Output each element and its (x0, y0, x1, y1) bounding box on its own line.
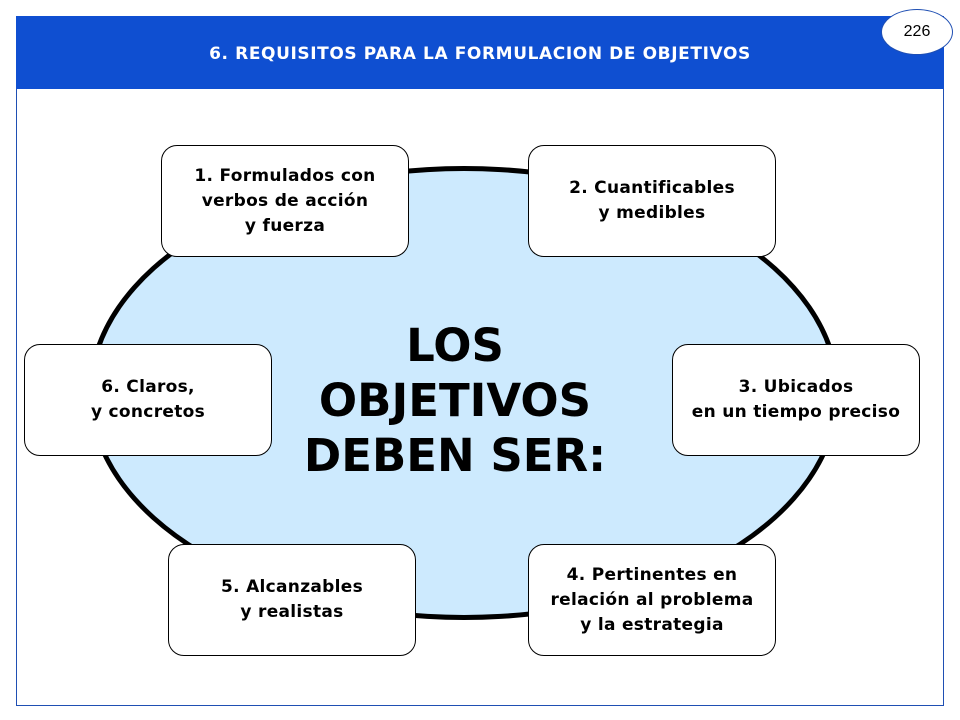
requirement-line: 4. Pertinentes en (566, 564, 738, 585)
requirement-box-2: 2. Cuantificables y medibles (528, 145, 776, 257)
header-bar: 6. REQUISITOS PARA LA FORMULACION DE OBJ… (16, 16, 944, 89)
requirement-line: y fuerza (244, 215, 326, 236)
center-heading: LOS OBJETIVOS DEBEN SER: (250, 318, 660, 483)
requirement-line: 2. Cuantificables (569, 178, 735, 198)
slide-title: 6. REQUISITOS PARA LA FORMULACION DE OBJ… (209, 43, 751, 64)
requirement-box-4: 4. Pertinentes en relación al problema y… (528, 544, 776, 656)
center-heading-line: LOS (406, 319, 504, 372)
requirement-line: y medibles (598, 203, 706, 223)
requirement-box-3: 3. Ubicados en un tiempo preciso (672, 344, 920, 456)
requirement-line: en un tiempo preciso (691, 402, 901, 422)
page-number-badge: 226 (881, 9, 953, 55)
requirement-line: y la estrategia (580, 614, 724, 635)
requirement-line: relación al problema (550, 589, 754, 610)
requirement-line: 1. Formulados con (194, 165, 376, 186)
requirement-line: verbos de acción (201, 190, 369, 211)
requirement-line: y realistas (240, 602, 344, 622)
requirement-line: 5. Alcanzables (220, 577, 364, 597)
requirement-line: 6. Claros, (101, 377, 195, 397)
requirement-box-6: 6. Claros, y concretos (24, 344, 272, 456)
center-heading-line: OBJETIVOS (318, 374, 592, 427)
center-heading-line: DEBEN SER: (303, 429, 607, 482)
requirement-line: 3. Ubicados (738, 377, 854, 397)
requirement-line: y concretos (90, 402, 206, 422)
requirement-box-5: 5. Alcanzables y realistas (168, 544, 416, 656)
requirement-box-1: 1. Formulados con verbos de acción y fue… (161, 145, 409, 257)
